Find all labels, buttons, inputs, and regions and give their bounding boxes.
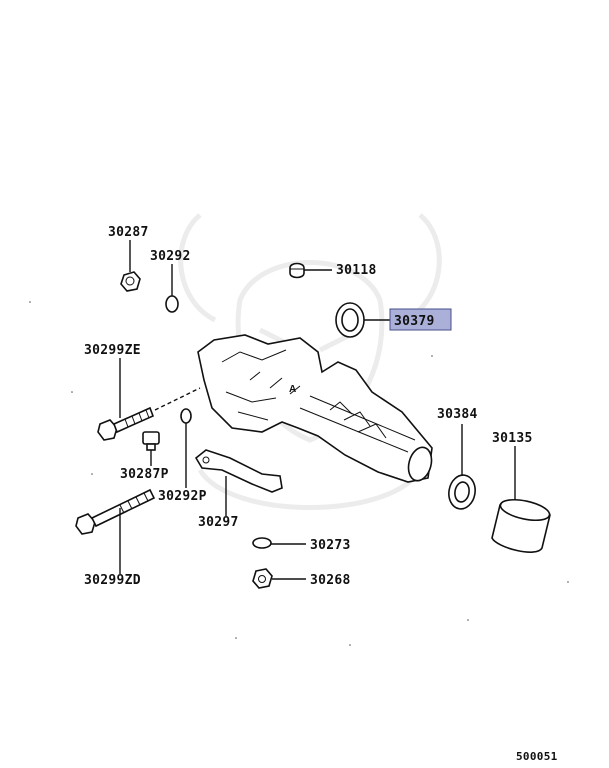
part-label-30299ZD[interactable]: 30299ZD bbox=[84, 573, 141, 588]
plug-30118-shape bbox=[289, 262, 305, 279]
nut-30268-shape bbox=[252, 568, 273, 589]
bolt-30299ZE-shape bbox=[97, 387, 201, 441]
nut-30287-shape bbox=[120, 271, 141, 292]
part-label-30379[interactable]: 30379 bbox=[394, 314, 435, 329]
housing-arrow-mark: A bbox=[289, 384, 296, 395]
oil-seal-30384-shape bbox=[448, 474, 476, 510]
bracket-30297-shape bbox=[194, 449, 283, 493]
part-label-30135[interactable]: 30135 bbox=[492, 431, 533, 446]
oil-seal-30379-shape bbox=[335, 302, 365, 338]
differential-housing-shape: A bbox=[197, 334, 433, 483]
bolt-30299ZD-shape bbox=[75, 488, 156, 535]
part-label-30118[interactable]: 30118 bbox=[336, 263, 377, 278]
washer-30273-shape bbox=[252, 537, 272, 549]
plug-30287P-shape bbox=[142, 431, 160, 451]
diagram-code: 500051 bbox=[516, 750, 558, 763]
washer-30292P-shape bbox=[180, 408, 192, 424]
part-label-30287[interactable]: 30287 bbox=[108, 225, 149, 240]
part-label-30287P[interactable]: 30287P bbox=[120, 467, 169, 482]
sleeve-30135-shape bbox=[491, 498, 551, 553]
highlight-box-30379[interactable] bbox=[389, 308, 452, 331]
part-label-30268[interactable]: 30268 bbox=[310, 573, 351, 588]
part-label-30273[interactable]: 30273 bbox=[310, 538, 351, 553]
leader-lines bbox=[119, 240, 516, 580]
scan-specks bbox=[29, 301, 569, 646]
part-label-30384[interactable]: 30384 bbox=[437, 407, 478, 422]
washer-30292-shape bbox=[165, 295, 179, 313]
part-label-30297[interactable]: 30297 bbox=[198, 515, 239, 530]
part-labels: 30287 30292 30118 30379 30299ZE 30384 30… bbox=[84, 225, 558, 763]
part-label-30292[interactable]: 30292 bbox=[150, 249, 191, 264]
part-label-30299ZE[interactable]: 30299ZE bbox=[84, 343, 141, 358]
part-label-30292P[interactable]: 30292P bbox=[158, 489, 207, 504]
